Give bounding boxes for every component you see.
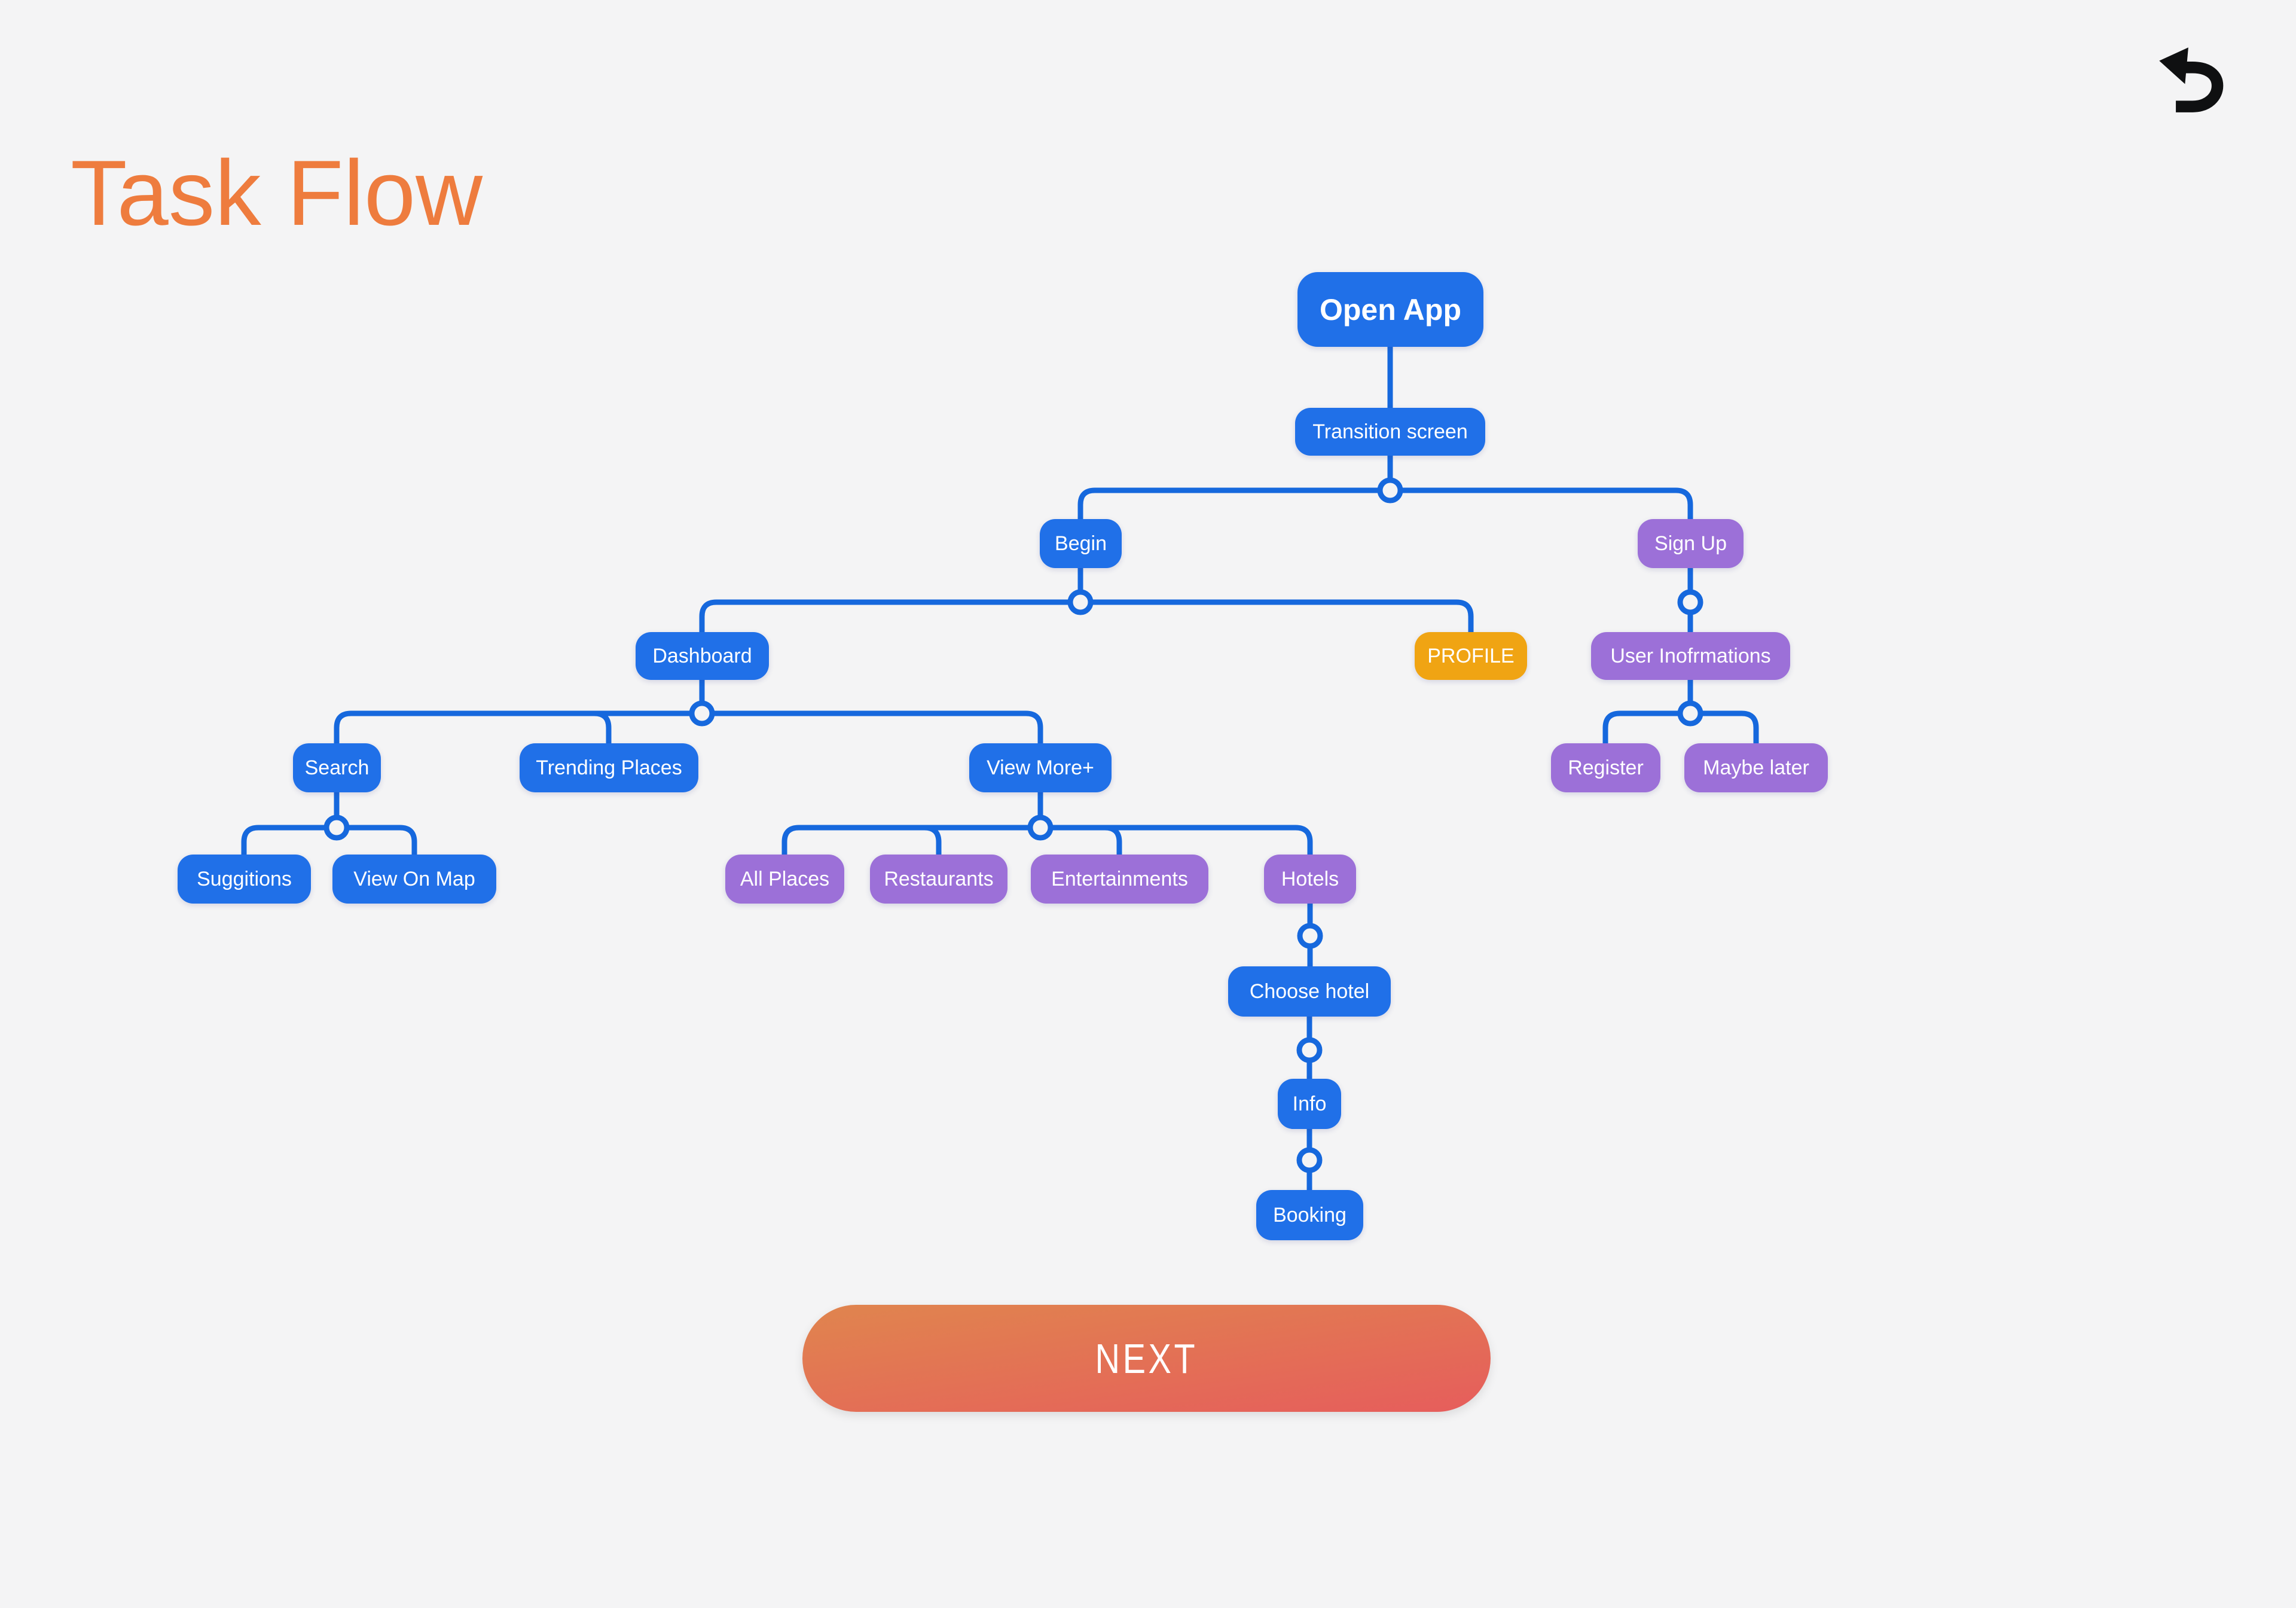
flow-node-maybe-later: Maybe later	[1684, 743, 1828, 792]
flow-node-transition-screen: Transition screen	[1295, 408, 1485, 456]
flow-node-all-places: All Places	[725, 855, 844, 904]
flow-node-suggitions: Suggitions	[178, 855, 311, 904]
flow-node-sign-up: Sign Up	[1638, 519, 1744, 568]
next-button-label: NEXT	[1095, 1335, 1198, 1382]
flow-node-user-informations: User Inofrmations	[1591, 632, 1790, 680]
flow-node-view-more: View More+	[969, 743, 1112, 792]
flow-node-trending-places: Trending Places	[520, 743, 698, 792]
flow-node-dashboard: Dashboard	[636, 632, 769, 680]
flow-node-profile: PROFILE	[1415, 632, 1527, 680]
flow-node-choose-hotel: Choose hotel	[1228, 966, 1391, 1017]
flow-node-view-on-map: View On Map	[332, 855, 496, 904]
flow-node-hotels: Hotels	[1264, 855, 1356, 904]
flow-node-entertainments: Entertainments	[1031, 855, 1208, 904]
flow-node-begin: Begin	[1040, 519, 1122, 568]
flow-node-search: Search	[293, 743, 381, 792]
page-title: Task Flow	[71, 141, 483, 245]
flow-node-restaurants: Restaurants	[870, 855, 1007, 904]
flow-node-register: Register	[1551, 743, 1660, 792]
next-button[interactable]: NEXT	[802, 1305, 1491, 1412]
flow-node-open-app: Open App	[1297, 272, 1483, 347]
flow-node-booking: Booking	[1256, 1190, 1363, 1240]
flow-node-info: Info	[1278, 1079, 1341, 1129]
undo-icon[interactable]	[2157, 47, 2241, 115]
